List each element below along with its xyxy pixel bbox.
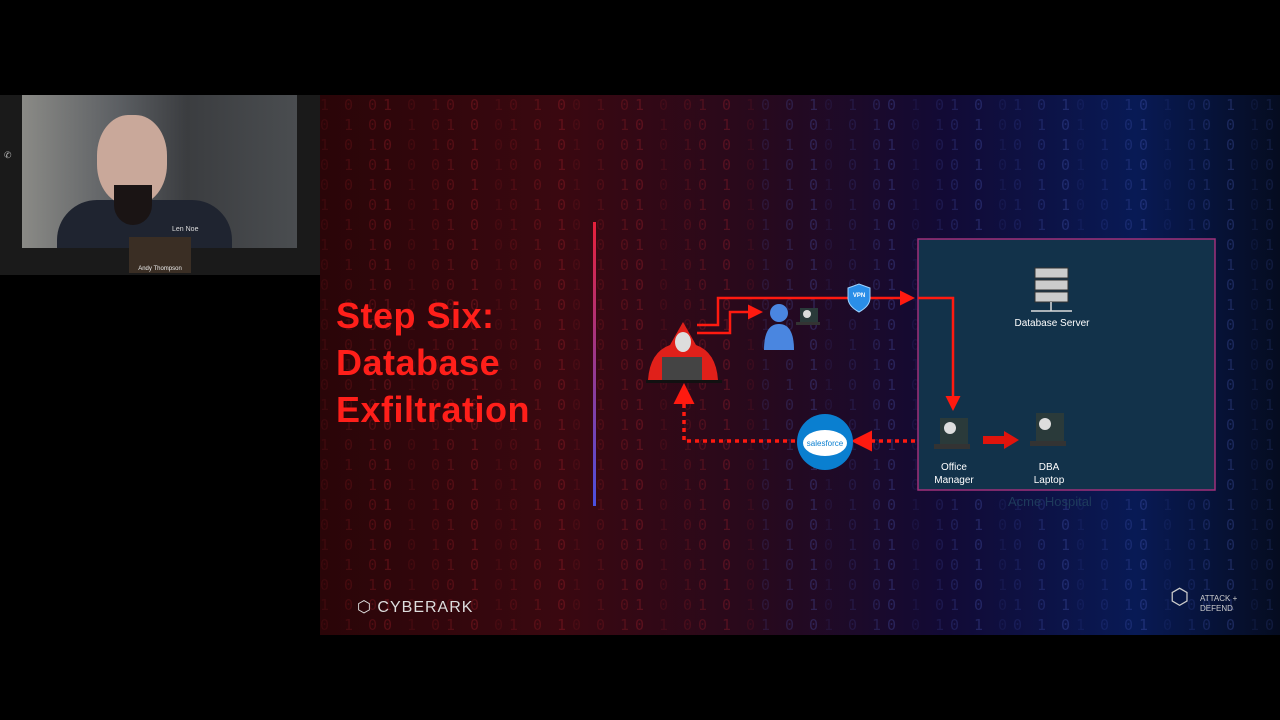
binary-rain: 001010010100101001010010100	[887, 96, 897, 634]
office-manager-laptop-icon	[934, 418, 970, 449]
binary-rain: 010010100101001010010100101	[620, 96, 630, 634]
binary-rain: 010100101001010010100101001	[872, 96, 882, 634]
binary-rain: 101001010010100101001010010	[320, 96, 330, 634]
attack-path-user	[697, 304, 763, 335]
phone-icon[interactable]: ✆	[4, 150, 12, 160]
binary-rain: 100101001010010100101001010	[911, 96, 921, 634]
database-server-label: Database Server	[1014, 318, 1090, 329]
salesforce-icon[interactable]: salesforce	[797, 414, 853, 470]
binary-rain: 010100101001010010100101001	[344, 96, 354, 634]
office-manager-label: Office Manager	[934, 462, 974, 486]
binary-rain: 100101001010010100101001010	[698, 96, 708, 634]
divider-line	[593, 222, 596, 506]
salesforce-label: salesforce	[807, 439, 844, 448]
binary-rain: 010010100101001010010100101	[1250, 96, 1260, 634]
title-line: Exfiltration	[336, 389, 531, 430]
attack-path-office	[918, 296, 961, 411]
dba-laptop-icon	[1030, 413, 1066, 446]
binary-rain: 001010010100101001010010100	[572, 96, 582, 634]
binary-rain: 010100101001010010100101001	[557, 96, 567, 634]
hacker-icon	[646, 322, 722, 383]
binary-rain: 100101001010010100101001010	[383, 96, 393, 634]
binary-rain: 100101001010010100101001010	[596, 96, 606, 634]
cyberark-logo-text: CYBERARK	[377, 599, 474, 616]
binary-rain: 100101001010010100101001010	[1226, 96, 1236, 634]
participant-tile[interactable]: Andy Thompson	[129, 237, 191, 273]
video-call-panel: ✆ Len Noe Andy Thompson	[0, 95, 320, 275]
binary-rain: 010010100101001010010100101	[722, 96, 732, 634]
presenter-name: Len Noe	[172, 226, 199, 233]
cyberark-logo-icon: ⬡	[357, 599, 378, 616]
cyberark-logo: ⬡ CYBERARK	[357, 597, 473, 617]
binary-rain: 101001010010100101001010010	[1265, 96, 1275, 634]
participant-name: Andy Thompson	[138, 266, 182, 272]
presenter-video: Len Noe	[22, 95, 297, 248]
binary-rain: 010010100101001010010100101	[407, 96, 417, 634]
binary-rain: 101001010010100101001010010	[533, 96, 543, 634]
user-icon	[764, 304, 794, 350]
logo-line: DEFEND	[1200, 604, 1233, 613]
vpn-label: VPN	[853, 293, 865, 299]
binary-rain: 101001010010100101001010010	[431, 96, 441, 634]
binary-rain: 010100101001010010100101001	[446, 96, 456, 634]
title-line: Step Six:	[336, 295, 495, 336]
binary-rain: 001010010100101001010010100	[785, 96, 795, 634]
binary-rain: 001010010100101001010010100	[470, 96, 480, 634]
attack-defend-logo: ⬡ ATTACK + DEFEND	[1170, 586, 1238, 614]
lateral-arrow	[983, 431, 1019, 449]
vpn-shield-icon: VPN	[847, 283, 871, 313]
dba-laptop-label: DBA Laptop	[1033, 462, 1065, 486]
network-label: Acme Hospital	[1008, 494, 1092, 509]
presenter-beard	[114, 185, 152, 225]
binary-rain: 100101001010010100101001010	[494, 96, 504, 634]
binary-rain: 010010100101001010010100101	[509, 96, 519, 634]
binary-rain: 001010010100101001010010100	[368, 96, 378, 634]
exfil-path-attacker	[673, 383, 795, 443]
binary-rain: 001010010100101001010010100	[683, 96, 693, 634]
laptop-skull-icon	[796, 308, 820, 325]
logo-line: ATTACK +	[1200, 594, 1238, 603]
database-server-icon	[1031, 267, 1072, 312]
attack-path-vpn	[697, 290, 915, 327]
attack-defend-icon: ⬡	[1170, 584, 1190, 609]
title-line: Database	[336, 342, 501, 383]
binary-rain: 101001010010100101001010010	[635, 96, 645, 634]
slide-title: Step Six: Database Exfiltration	[336, 292, 530, 433]
